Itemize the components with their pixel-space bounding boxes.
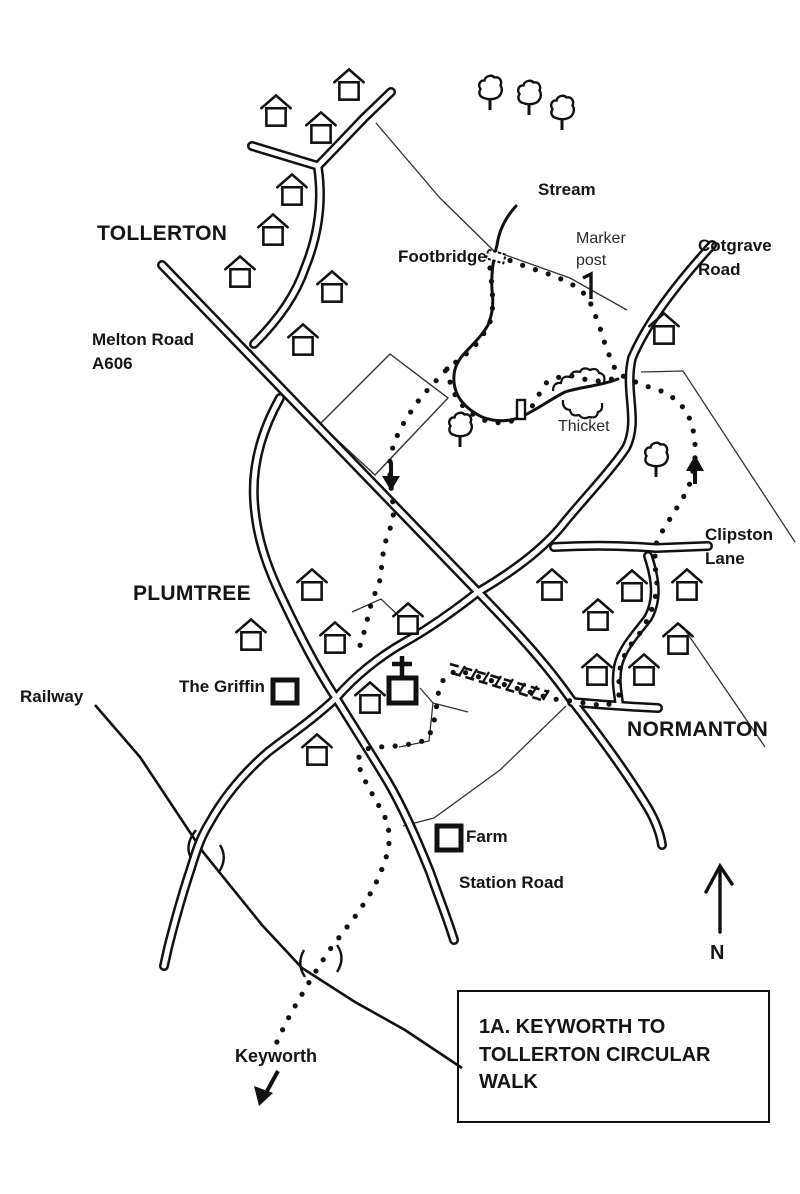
house-icon	[319, 621, 351, 654]
keyworth-arrow-icon	[254, 1070, 280, 1106]
house-icon	[333, 68, 365, 101]
tree-icon	[549, 94, 575, 132]
label-clipston-lane-1: Clipston	[705, 525, 773, 544]
title-line-3: WALK	[479, 1071, 538, 1094]
house-icon	[392, 602, 424, 635]
label-keyworth: Keyworth	[235, 1046, 318, 1066]
house-icon	[354, 681, 386, 714]
label-thicket: Thicket	[558, 418, 610, 435]
house-icon	[316, 270, 348, 303]
house-icon	[671, 568, 703, 601]
route-direction-arrows	[382, 455, 704, 491]
fenced-footpath	[449, 662, 550, 703]
marker-post-icon	[582, 271, 593, 299]
label-melton-road-number: A606	[92, 354, 133, 373]
label-stream: Stream	[538, 180, 596, 199]
house-icon	[296, 568, 328, 601]
bridge-marks	[187, 829, 343, 978]
label-railway: Railway	[20, 687, 84, 706]
label-marker-post-2: post	[576, 252, 607, 269]
house-icon	[301, 733, 333, 766]
railway-line	[94, 704, 463, 1070]
buildings	[270, 656, 464, 853]
label-normanton: NORMANTON	[627, 718, 769, 741]
label-cotgrave-road-2: Road	[698, 260, 741, 279]
label-north: N	[710, 942, 725, 964]
house-icon	[224, 255, 256, 288]
label-marker-post-1: Marker	[576, 230, 626, 247]
house-icon	[287, 323, 319, 356]
farm-icon	[434, 823, 464, 853]
field-boundaries	[318, 122, 796, 827]
house-icon	[257, 213, 289, 246]
stile-icon	[515, 398, 527, 421]
route-thicket-link	[444, 366, 619, 426]
house-icon	[235, 618, 267, 651]
label-cotgrave-road-1: Cotgrave	[698, 236, 772, 255]
label-station-road: Station Road	[459, 873, 564, 892]
house-icon	[260, 94, 292, 127]
label-tollerton: TOLLERTON	[97, 222, 228, 245]
route-eastern-southern-leg	[272, 254, 698, 1049]
map-title-box: 1A. KEYWORTH TO TOLLERTON CIRCULAR WALK	[457, 990, 770, 1123]
house-icon	[536, 568, 568, 601]
griffin-pub-icon	[270, 677, 300, 706]
house-icon	[616, 569, 648, 602]
house-icon	[582, 598, 614, 631]
tree-icon	[477, 74, 503, 112]
house-icon	[581, 653, 613, 686]
thicket-icon	[551, 367, 606, 420]
house-icon	[276, 173, 308, 206]
tree-icon	[643, 441, 669, 479]
house-icon	[628, 653, 660, 686]
house-icon	[305, 111, 337, 144]
label-farm: Farm	[466, 827, 508, 846]
label-footbridge: Footbridge	[398, 247, 487, 266]
title-line-2: TOLLERTON CIRCULAR	[479, 1043, 711, 1066]
church-icon	[386, 656, 419, 706]
tree-icon	[447, 411, 473, 449]
label-the-griffin: The Griffin	[179, 677, 265, 696]
tree-icon	[516, 79, 542, 117]
house-icon	[662, 622, 694, 655]
north-arrow-icon	[704, 862, 734, 934]
title-line-1: 1A. KEYWORTH TO	[479, 1016, 666, 1038]
label-clipston-lane-2: Lane	[705, 549, 745, 568]
stream-line	[452, 204, 620, 423]
label-melton-road: Melton Road	[92, 330, 194, 349]
walking-route	[272, 254, 698, 1049]
footbridge-icon	[484, 248, 507, 265]
label-plumtree: PLUMTREE	[133, 582, 251, 605]
route-western-leg	[354, 265, 496, 660]
